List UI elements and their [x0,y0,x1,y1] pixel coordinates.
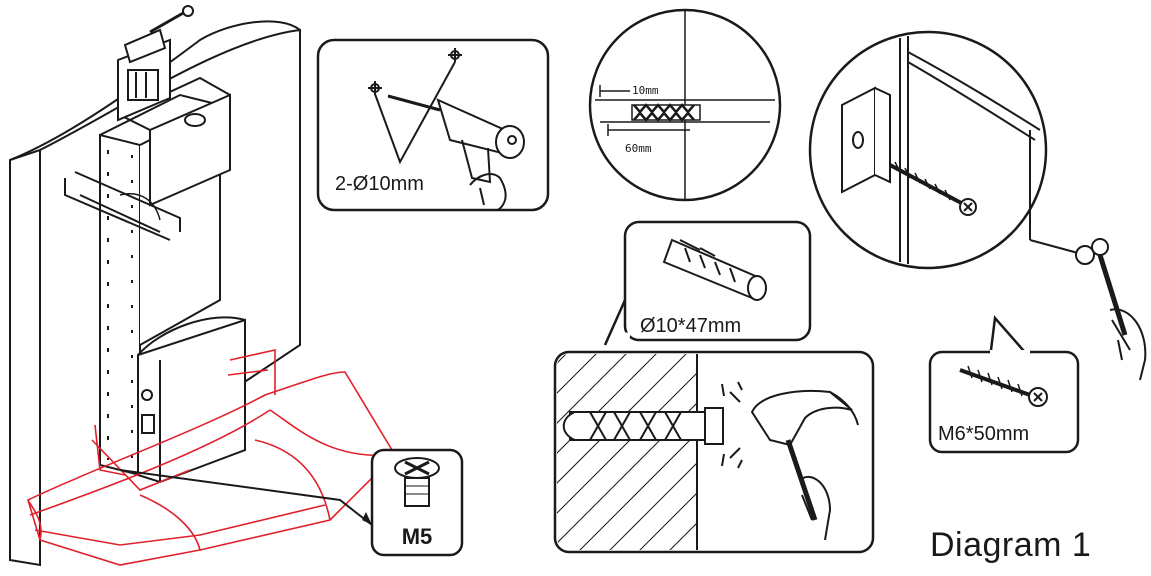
m6-screw-label: M6*50mm [938,423,1029,445]
wall-panel [9,148,41,567]
diagram-caption: Diagram 1 [930,526,1092,564]
hole-depth-detail: 10mm 60mm [588,8,782,202]
stand-base-highlight [27,349,397,566]
m5-screw-callout: M5 [370,448,464,557]
edge-offset-label: 10mm [632,84,659,97]
m6-screw-callout: M6*50mm [928,315,1080,454]
ratchet-wrench [1029,238,1147,381]
wall-anchor-callout: Ø10*47mm [603,220,812,346]
drill-depth-label: 60mm [625,142,652,155]
drill-hole-label: 2-Ø10mm [335,173,424,195]
anchor-hammer-detail [553,350,875,554]
m5-leader-line [119,469,373,526]
lower-cabinet [137,318,246,484]
anchor-size-label: Ø10*47mm [640,315,741,337]
m5-label: M5 [402,524,433,549]
tv-stand-assembly [9,5,301,567]
drill-callout: 2-Ø10mm [316,38,550,212]
bracket-screw-detail [808,30,1048,270]
